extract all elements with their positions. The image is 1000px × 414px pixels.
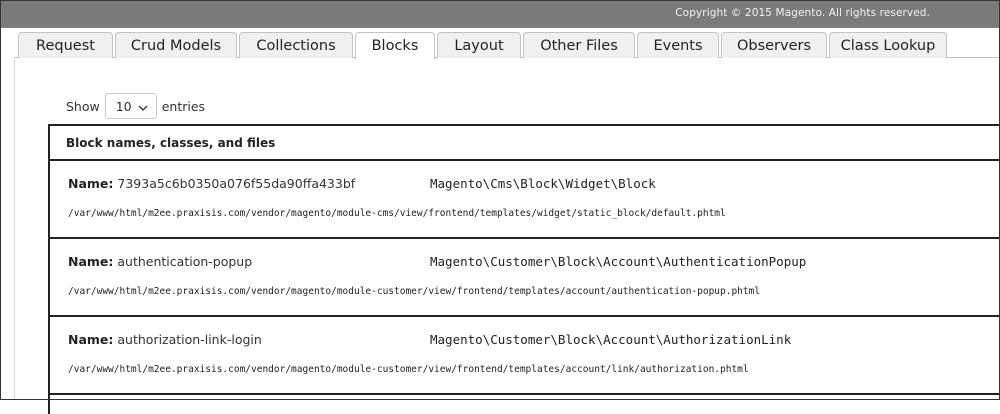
table-row: Name: authorization-link-login Magento\C… xyxy=(50,317,1000,395)
tab-request[interactable]: Request xyxy=(18,32,113,58)
tab-list: Request Crud Models Collections Blocks L… xyxy=(18,32,947,59)
name-label: Name: xyxy=(68,332,114,347)
block-name: Name: authentication-popup xyxy=(68,254,252,269)
name-label: Name: xyxy=(68,176,114,191)
copyright-text: Copyright © 2015 Magento. All rights res… xyxy=(675,7,930,19)
block-name: Name: authorization-link-login xyxy=(68,332,262,347)
table-header: Block names, classes, and files xyxy=(50,126,1000,161)
table-row: Name: 7393a5c6b0350a076f55da90ffa433bf M… xyxy=(50,161,1000,239)
tab-crud-models[interactable]: Crud Models xyxy=(115,32,237,58)
tab-collections[interactable]: Collections xyxy=(239,32,353,58)
table-row: Name: authentication-popup Magento\Custo… xyxy=(50,239,1000,317)
tab-events[interactable]: Events xyxy=(637,32,719,58)
entries-label: entries xyxy=(161,98,206,114)
entries-select[interactable]: 10 xyxy=(104,93,157,119)
show-label: Show xyxy=(66,98,100,114)
tab-layout[interactable]: Layout xyxy=(437,32,521,58)
block-class: Magento\Customer\Block\Account\Authentic… xyxy=(430,254,807,269)
tab-blocks[interactable]: Blocks xyxy=(355,32,435,59)
block-file-path: /var/www/html/m2ee.praxisis.com/vendor/m… xyxy=(68,286,761,297)
block-name-value: 7393a5c6b0350a076f55da90ffa433bf xyxy=(117,176,356,191)
blocks-table: Block names, classes, and files Name: 73… xyxy=(48,124,1000,414)
block-file-path: /var/www/html/m2ee.praxisis.com/vendor/m… xyxy=(68,208,726,219)
name-label: Name: xyxy=(68,254,114,269)
tab-class-lookup[interactable]: Class Lookup xyxy=(829,32,947,58)
column-header: Block names, classes, and files xyxy=(66,136,276,150)
tab-other-files[interactable]: Other Files xyxy=(523,32,635,58)
entries-length-control: Show 10 entries xyxy=(66,93,205,119)
block-name-value: authentication-popup xyxy=(117,254,253,269)
block-class: Magento\Cms\Block\Widget\Block xyxy=(430,176,656,191)
block-file-path: /var/www/html/m2ee.praxisis.com/vendor/m… xyxy=(68,364,749,375)
block-class: Magento\Customer\Block\Account\Authoriza… xyxy=(430,332,792,347)
panel-left-border xyxy=(14,57,15,400)
top-bar: Copyright © 2015 Magento. All rights res… xyxy=(0,0,1000,28)
block-name: Name: 7393a5c6b0350a076f55da90ffa433bf xyxy=(68,176,355,191)
entries-select-value: 10 xyxy=(115,98,132,114)
chevron-down-icon xyxy=(138,99,148,114)
block-name-value: authorization-link-login xyxy=(117,332,262,347)
tab-observers[interactable]: Observers xyxy=(721,32,827,58)
